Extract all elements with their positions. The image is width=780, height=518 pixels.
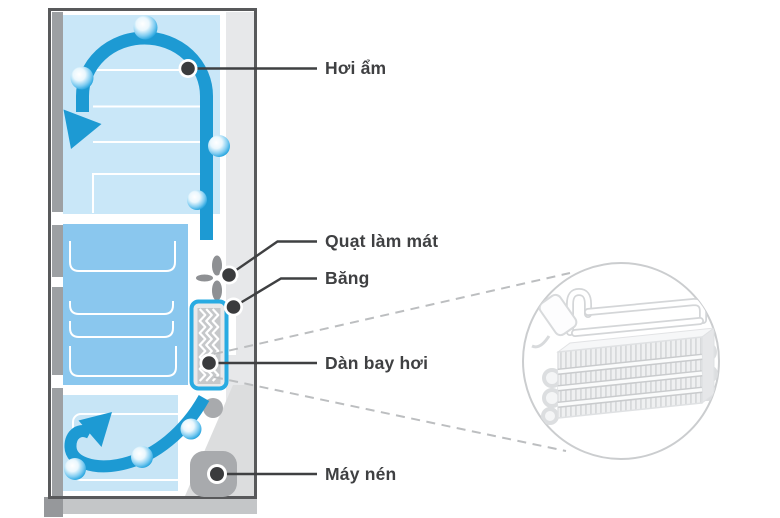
label-moisture: Hơi ẩm (325, 58, 387, 78)
evaporator-photo (531, 287, 718, 425)
evaporator-connector (538, 293, 578, 337)
callout-dot-compressor (207, 464, 227, 484)
label-compressor: Máy nén (325, 464, 397, 484)
fridge-foot (44, 497, 63, 517)
airflow-arrow-bottom (64, 394, 210, 473)
zoom-cone (213, 272, 571, 452)
callout-dot-cooling-fan (219, 265, 239, 285)
fridge-door-strip (51, 12, 64, 496)
callout-dot-moisture (178, 59, 198, 78)
top-compartment (63, 15, 220, 214)
label-cooling-fan: Quạt làm mát (325, 231, 439, 251)
label-ice: Băng (325, 268, 370, 288)
evaporator-magnified-view (522, 262, 720, 460)
fridge-body (48, 8, 257, 499)
callout-dot-ice (224, 297, 243, 317)
label-evaporator: Dàn bay hơi (325, 353, 429, 373)
moisture-bubbles (64, 15, 230, 480)
callout-leaders (178, 59, 317, 484)
fridge-base (44, 497, 257, 517)
callout-dot-evaporator (199, 353, 219, 373)
middle-compartment (63, 224, 188, 385)
